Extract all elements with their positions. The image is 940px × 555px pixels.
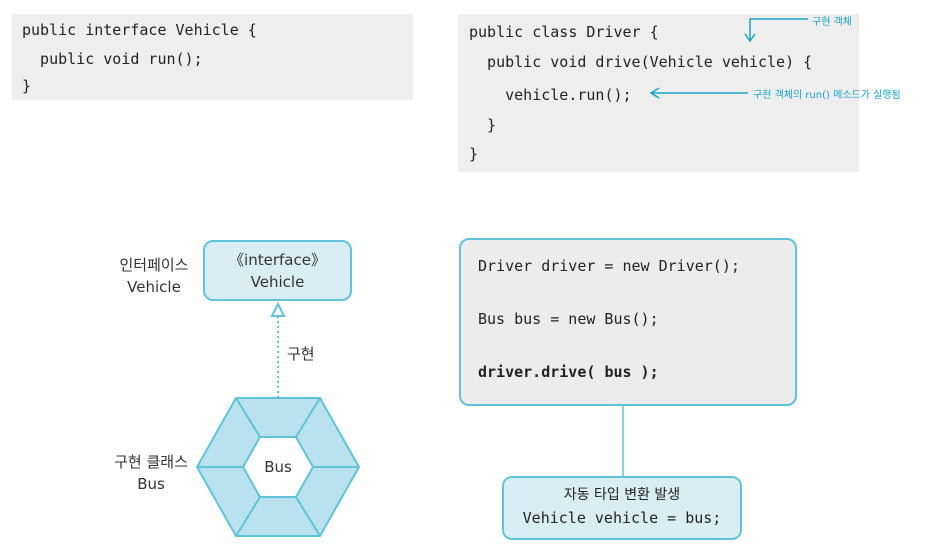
interface-side-label: 인터페이스 Vehicle xyxy=(104,254,204,298)
drive-call-line: driver.drive( bus ); xyxy=(478,363,659,381)
code-line: vehicle.run(); xyxy=(469,86,632,104)
driver-code-block: public class Driver { public void drive(… xyxy=(458,14,859,172)
code-line: Bus bus = new Bus(); xyxy=(478,310,659,328)
implements-arrow xyxy=(270,301,286,398)
interface-stereotype: 《interface》 xyxy=(229,251,326,269)
auto-conversion-box: 자동 타입 변환 발생 Vehicle vehicle = bus; xyxy=(502,476,742,540)
param-annotation: 구현 객체 xyxy=(812,17,852,28)
code-line: } xyxy=(469,116,497,134)
code-line: Driver driver = new Driver(); xyxy=(478,257,740,275)
impl-class-side-label: 구현 클래스 Bus xyxy=(96,451,206,495)
code-line: } xyxy=(469,145,479,163)
interface-box: 《interface》 Vehicle xyxy=(203,240,352,301)
impl-class-side-label-line1: 구현 클래스 xyxy=(114,453,188,471)
impl-class-side-label-line2: Bus xyxy=(137,475,165,493)
conversion-title: 자동 타입 변환 발생 xyxy=(563,487,681,503)
main-code-block: Driver driver = new Driver(); Bus bus = … xyxy=(459,238,797,406)
drive-call-arg: bus xyxy=(604,363,632,381)
drive-call-suffix: ); xyxy=(631,363,659,381)
param-annotation-arrow xyxy=(744,18,808,43)
run-call-annotation-arrow xyxy=(649,87,748,99)
code-line: public void run(); xyxy=(22,50,203,68)
code-line: public class Driver { xyxy=(469,23,659,41)
run-call-annotation: 구현 객체의 run() 메소드가 실행됨 xyxy=(753,90,901,101)
interface-name: Vehicle xyxy=(250,273,305,291)
conversion-code: Vehicle vehicle = bus; xyxy=(522,509,722,527)
hexagon-label: Bus xyxy=(264,458,292,476)
code-line: public void drive(Vehicle vehicle) { xyxy=(469,53,813,71)
implements-label: 구현 xyxy=(287,345,315,363)
code-line: public interface Vehicle { xyxy=(22,21,257,39)
interface-side-label-line2: Vehicle xyxy=(127,278,181,296)
code-line: } xyxy=(22,77,32,95)
bus-hexagon xyxy=(195,397,361,537)
interface-code-block: public interface Vehicle { public void r… xyxy=(12,14,413,100)
drive-call-prefix: driver.drive( xyxy=(478,363,605,381)
interface-side-label-line1: 인터페이스 xyxy=(119,256,189,274)
